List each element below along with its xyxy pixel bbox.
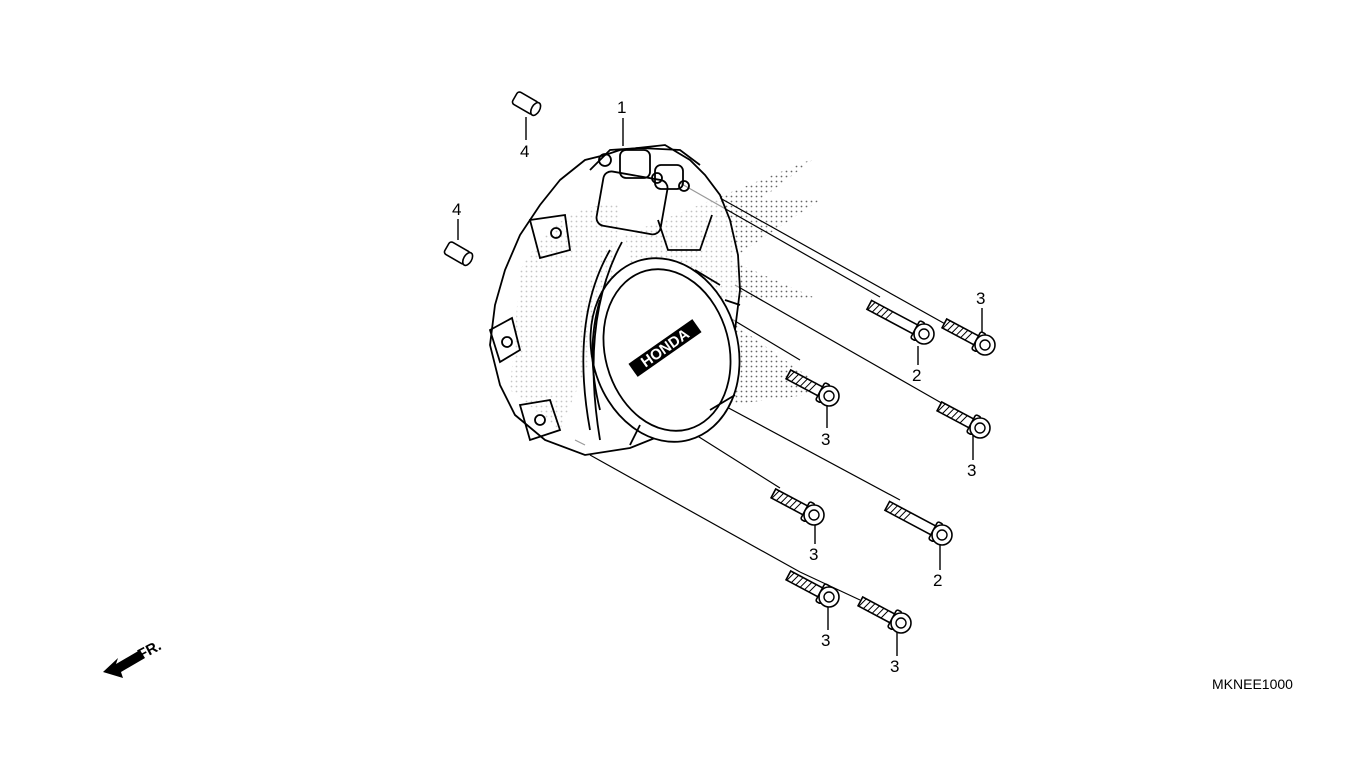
dowel-pin-top bbox=[510, 90, 544, 118]
flange-bolt-top-right bbox=[938, 313, 996, 356]
flange-bolt-lower-center bbox=[767, 483, 825, 526]
callout-bolt-long-lower: 2 bbox=[933, 571, 943, 590]
dowel-pin-left bbox=[442, 240, 476, 268]
diagram-code: MKNEE1000 bbox=[1212, 676, 1293, 692]
front-direction-indicator: FR. bbox=[103, 637, 164, 678]
callout-leaders bbox=[457, 117, 983, 656]
generator-cover bbox=[488, 144, 741, 456]
callout-bolt-top-right: 3 bbox=[976, 289, 986, 308]
callout-cover: 1 bbox=[617, 98, 627, 117]
callout-pin-left: 4 bbox=[452, 200, 462, 219]
flange-bolt-right bbox=[933, 396, 991, 439]
flange-bolt-long-upper bbox=[863, 295, 935, 345]
callout-bolt-bottom-left: 3 bbox=[821, 631, 831, 650]
front-arrow-icon bbox=[103, 650, 145, 678]
callout-bolt-long-upper: 2 bbox=[912, 366, 922, 385]
flange-bolt-long-lower bbox=[881, 496, 953, 546]
flange-bolt-bottom-left bbox=[782, 565, 840, 608]
callout-pin-top: 4 bbox=[520, 142, 530, 161]
callout-bolt-lower-center: 3 bbox=[809, 545, 819, 564]
callout-bolt-right: 3 bbox=[967, 461, 977, 480]
flange-bolt-bottom-right bbox=[854, 591, 912, 634]
callout-bolt-bottom-right: 3 bbox=[890, 657, 900, 676]
callout-bolt-center: 3 bbox=[821, 430, 831, 449]
